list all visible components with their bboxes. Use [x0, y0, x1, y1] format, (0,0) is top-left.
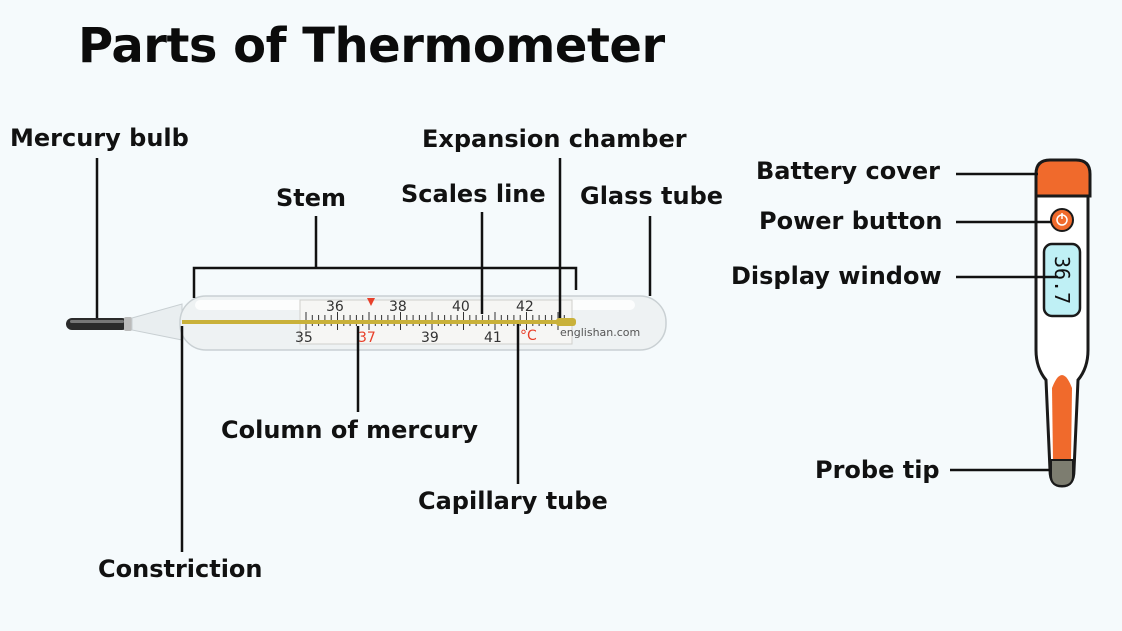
expansion-chamber-shape	[556, 318, 576, 326]
reading-marker-icon	[367, 298, 375, 306]
digital-leader-lines	[950, 172, 1058, 472]
label-probe-tip: Probe tip	[815, 456, 940, 484]
page-title: Parts of Thermometer	[78, 18, 665, 74]
scale-num-36: 36	[326, 299, 344, 315]
label-stem: Stem	[276, 184, 347, 212]
mercury-column-shape	[182, 320, 562, 324]
digital-thermometer: 36.7	[1034, 158, 1092, 488]
label-mercury-bulb: Mercury bulb	[10, 124, 189, 152]
label-scales-line: Scales line	[401, 180, 546, 208]
label-capillary-tube: Capillary tube	[418, 487, 608, 515]
label-expansion-chamber: Expansion chamber	[422, 125, 687, 153]
scale-num-35: 35	[295, 330, 313, 346]
label-battery-cover: Battery cover	[756, 157, 941, 185]
scale-num-41: 41	[484, 330, 502, 346]
probe-tip-shape	[1050, 459, 1074, 488]
power-button-icon	[1050, 208, 1074, 232]
label-power-button: Power button	[759, 207, 943, 235]
scale-unit: °C	[520, 328, 537, 344]
scale-num-39: 39	[421, 330, 439, 346]
grip-shape	[1052, 375, 1072, 462]
label-display-window: Display window	[731, 262, 942, 290]
battery-cover-shape	[1034, 158, 1092, 198]
display-value: 36.7	[1050, 256, 1074, 304]
leader-lines	[95, 158, 652, 552]
stem-bracket	[192, 266, 578, 298]
scale-num-42: 42	[516, 299, 534, 315]
scale-num-38: 38	[389, 299, 407, 315]
label-column-of-mercury: Column of mercury	[221, 416, 479, 444]
label-constriction: Constriction	[98, 555, 263, 583]
bulb-neck	[131, 303, 183, 341]
mercury-bulb-shape	[66, 317, 132, 331]
watermark: englishan.com	[560, 326, 640, 339]
scale-num-40: 40	[452, 299, 470, 315]
scale-num-37: 37	[358, 330, 376, 346]
display-window-shape	[1042, 242, 1082, 318]
label-glass-tube: Glass tube	[580, 182, 724, 210]
